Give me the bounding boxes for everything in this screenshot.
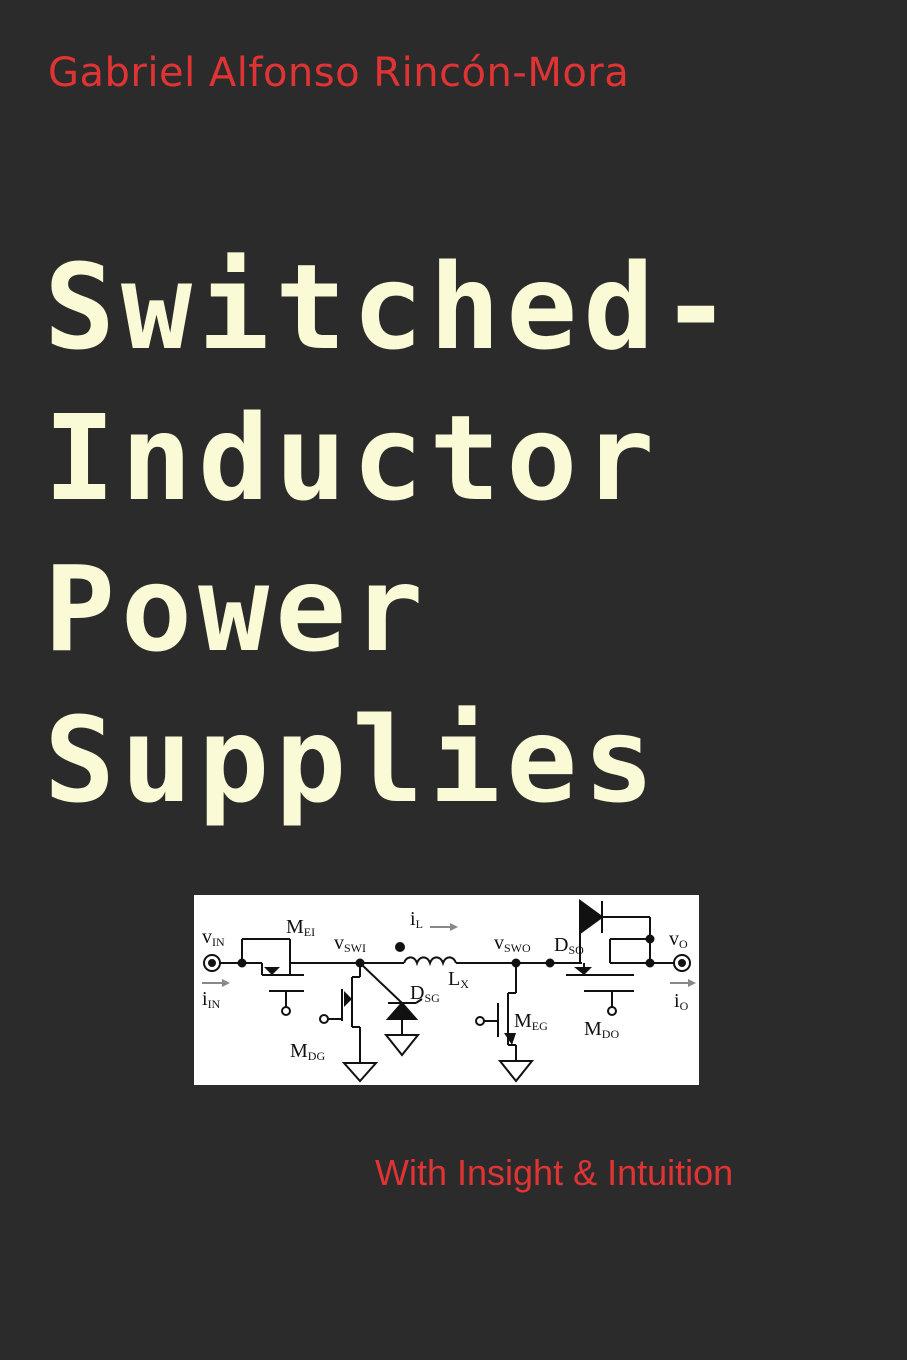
label-vo: vO [669,928,688,951]
ground-mdg [341,1062,379,1083]
book-title: Switched- Inductor Power Supplies [44,232,737,836]
label-mei: MEI [286,916,315,939]
title-line-2: Inductor [44,389,661,527]
label-iin: iIN [202,988,221,1011]
label-il: iL [410,908,423,931]
title-line-3: Power [44,540,430,678]
circuit-schematic: vIN iIN MEI vSWI iL LX vSWO DSO vO iO DS… [202,899,696,1083]
inductor-lx [403,956,457,967]
label-meg: MEG [514,1010,548,1033]
inductor-dot [395,942,405,952]
label-vswi: vSWI [334,932,366,955]
label-vin: vIN [202,926,225,949]
label-mdo: MDO [584,1018,619,1041]
label-vswo: vSWO [494,932,531,955]
title-line-1: Switched- [44,238,738,376]
circuit-diagram: vIN iIN MEI vSWI iL LX vSWO DSO vO iO DS… [194,895,699,1085]
diode-dsg [385,1001,419,1020]
input-terminal [203,954,221,972]
label-dsg: DSG [410,982,440,1005]
label-dso: DSO [554,934,584,957]
label-io: iO [674,990,689,1013]
ground-dsg [383,1034,421,1057]
subtitle: With Insight & Intuition [375,1152,734,1193]
author-name: Gabriel Alfonso Rincón-Mora [48,50,630,96]
label-lx: LX [448,968,469,991]
diode-dso [579,899,604,935]
label-mdg: MDG [290,1040,325,1063]
ground-meg [497,1060,535,1083]
title-line-4: Supplies [44,691,661,829]
